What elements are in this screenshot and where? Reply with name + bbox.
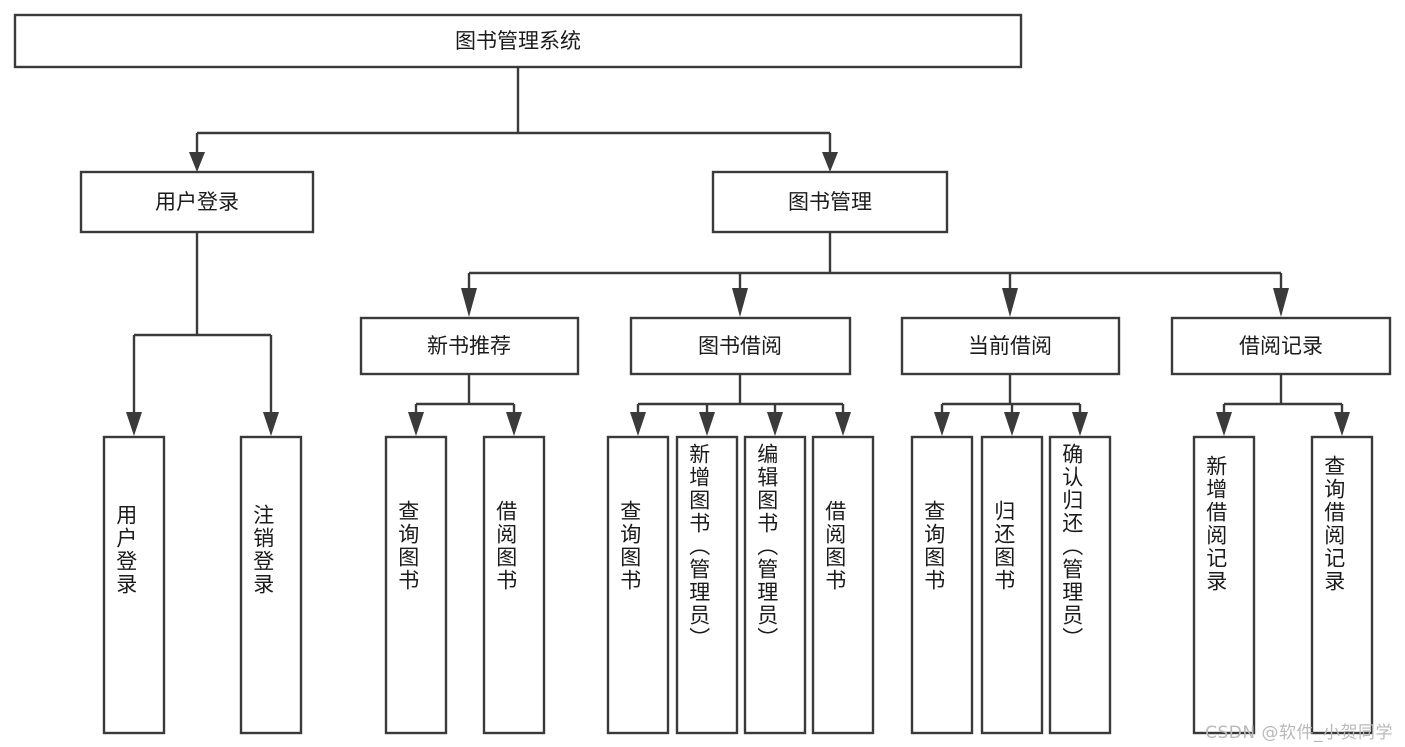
arrow-leaf-borrow-book-1 <box>506 412 522 436</box>
leaf-confirm-return-box[interactable] <box>1048 435 1112 735</box>
node-root[interactable]: 图书管理系统 <box>13 13 1023 69</box>
node-current-borrow-label: 当前借阅 <box>968 334 1052 358</box>
arrow-leaf-query-book-2 <box>630 412 646 436</box>
leaf-query-record-box[interactable] <box>1310 435 1374 735</box>
node-root-box[interactable] <box>13 13 1023 69</box>
arrow-leaf-add-record <box>1216 412 1232 436</box>
node-new-book-recommend[interactable]: 新书推荐 <box>359 316 580 376</box>
node-current-borrow-box[interactable] <box>900 316 1121 376</box>
arrow-to-book-manage <box>822 152 838 172</box>
arrow-leaf-add-book <box>699 412 715 436</box>
node-new-book-recommend-box[interactable] <box>359 316 580 376</box>
leaf-logout-box[interactable] <box>239 435 303 735</box>
node-book-borrow-label: 图书借阅 <box>698 334 782 358</box>
leaf-add-book-box[interactable] <box>675 435 739 735</box>
leaf-edit-book-box[interactable] <box>743 435 807 735</box>
arrow-leaf-logout <box>263 412 279 436</box>
arrow-leaf-query-record <box>1334 412 1350 436</box>
node-book-manage-box[interactable] <box>711 170 949 234</box>
arrow-leaf-borrow-book-2 <box>835 412 851 436</box>
arrow-leaf-edit-book <box>767 412 783 436</box>
arrow-current-borrow <box>1002 288 1018 317</box>
leaf-query-book-2-box[interactable] <box>606 435 670 735</box>
arrow-leaf-return-book <box>1004 412 1020 436</box>
leaf-user-login-box[interactable] <box>102 435 166 735</box>
arrow-new-book-recommend <box>461 288 477 317</box>
node-borrow-record[interactable]: 借阅记录 <box>1170 316 1392 376</box>
arrow-leaf-query-book-3 <box>934 412 950 436</box>
leaf-box-layer <box>102 435 1374 735</box>
arrow-leaf-user-login <box>126 412 142 436</box>
node-root-label: 图书管理系统 <box>455 29 581 53</box>
arrow-leaf-query-book-1 <box>408 412 424 436</box>
arrow-book-borrow <box>732 288 748 317</box>
node-new-book-recommend-label: 新书推荐 <box>427 334 511 358</box>
node-current-borrow[interactable]: 当前借阅 <box>900 316 1121 376</box>
node-book-borrow[interactable]: 图书借阅 <box>629 316 852 376</box>
arrow-to-user-login <box>189 152 205 172</box>
node-borrow-record-box[interactable] <box>1170 316 1392 376</box>
leaf-add-record-box[interactable] <box>1192 435 1256 735</box>
leaf-borrow-book-2-box[interactable] <box>811 435 875 735</box>
node-book-borrow-box[interactable] <box>629 316 852 376</box>
node-book-manage-label: 图书管理 <box>788 190 872 214</box>
leaf-return-book-box[interactable] <box>980 435 1044 735</box>
leaf-query-book-1-box[interactable] <box>384 435 448 735</box>
node-user-login[interactable]: 用户登录 <box>79 170 315 234</box>
connector-layer <box>126 67 1350 436</box>
node-borrow-record-label: 借阅记录 <box>1239 334 1323 358</box>
node-user-login-box[interactable] <box>79 170 315 234</box>
node-book-manage[interactable]: 图书管理 <box>711 170 949 234</box>
leaf-query-book-3-box[interactable] <box>910 435 974 735</box>
arrow-leaf-confirm-return <box>1072 412 1088 436</box>
node-user-login-label: 用户登录 <box>155 190 239 214</box>
leaf-borrow-book-1-box[interactable] <box>482 435 546 735</box>
arrow-borrow-record <box>1273 288 1289 317</box>
